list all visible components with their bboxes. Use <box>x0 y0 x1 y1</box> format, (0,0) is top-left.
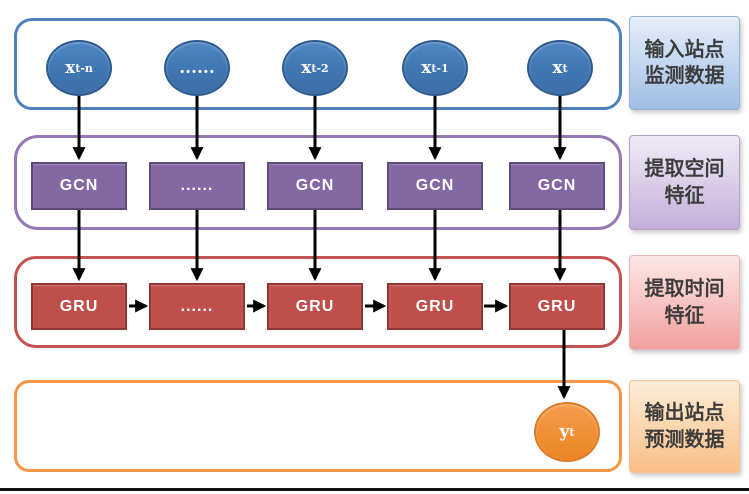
gcn-box-3: GCN <box>267 162 363 210</box>
output-node-subscript: t <box>569 425 575 439</box>
bottom-divider-line <box>0 488 749 491</box>
gru-box-3: GRU <box>267 283 363 330</box>
side-label-line: 提取时间 <box>644 278 725 301</box>
input-node-subscript: t-2 <box>311 61 329 75</box>
gru-box-label: GRU <box>295 297 335 315</box>
side-label-line: 特征 <box>664 184 705 207</box>
gcn-box-label: GCN <box>59 177 99 194</box>
gru-box-label: GRU <box>415 297 455 315</box>
gru-box-label: GRU <box>59 297 99 315</box>
input-node-label: x <box>65 58 76 78</box>
output-row-container <box>14 380 622 472</box>
gru-box-label: ...... <box>180 297 214 315</box>
input-node-label: x <box>421 58 432 78</box>
side-label-spatial-features: 提取空间 特征 <box>629 135 740 230</box>
gru-box-5: GRU <box>509 283 605 330</box>
output-node-label: y <box>559 422 570 442</box>
side-label-line: 提取空间 <box>644 158 725 181</box>
input-node-label: x <box>301 58 312 78</box>
gru-box-ellipsis: ...... <box>149 283 245 330</box>
gcn-box-1: GCN <box>31 162 127 210</box>
input-node-subscript: t <box>562 61 568 75</box>
gru-box-label: GRU <box>537 297 577 315</box>
gru-box-1: GRU <box>31 283 127 330</box>
side-label-line: 监测数据 <box>644 65 725 87</box>
side-label-output-data: 输出站点 预测数据 <box>629 380 740 473</box>
gcn-box-label: ...... <box>180 177 214 194</box>
side-label-temporal-features: 提取时间 特征 <box>629 255 740 350</box>
input-node-label: ...... <box>179 58 215 78</box>
input-node-ellipsis: ...... <box>164 40 230 96</box>
gcn-box-label: GCN <box>537 177 577 194</box>
gcn-box-label: GCN <box>295 177 335 194</box>
input-node-subscript: t-n <box>75 61 93 75</box>
input-node-label: x <box>552 58 563 78</box>
gcn-box-ellipsis: ...... <box>149 162 245 210</box>
input-node-subscript: t-1 <box>431 61 449 75</box>
gcn-box-label: GCN <box>415 177 455 194</box>
side-label-line: 特征 <box>664 304 705 327</box>
side-label-input-data: 输入站点 监测数据 <box>629 16 740 110</box>
side-label-line: 输出站点 <box>644 402 725 425</box>
gcn-box-5: GCN <box>509 162 605 210</box>
gru-box-4: GRU <box>387 283 483 330</box>
gcn-box-4: GCN <box>387 162 483 210</box>
side-label-line: 输入站点 <box>644 38 725 61</box>
side-label-line: 预测数据 <box>644 428 725 451</box>
